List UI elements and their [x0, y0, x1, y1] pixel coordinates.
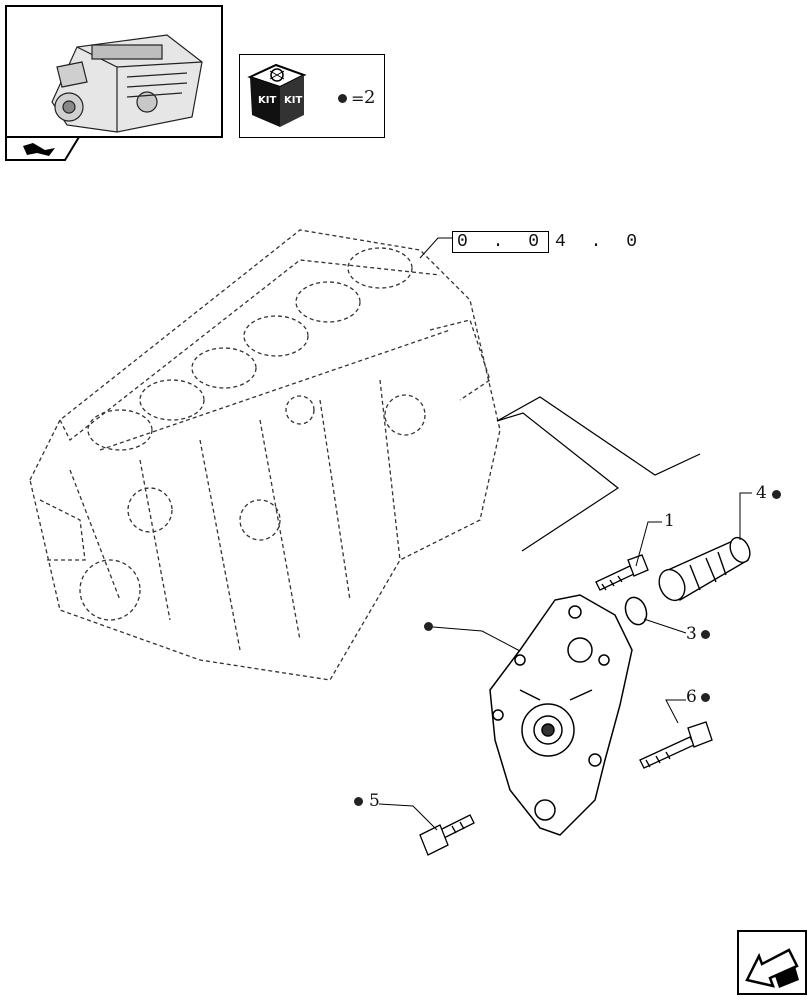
callout-6-label[interactable]: 6 [686, 687, 697, 707]
next-page-button[interactable] [737, 930, 807, 995]
callout-2-dot [424, 622, 433, 631]
bolt-item-1 [595, 554, 649, 591]
callout-1-label[interactable]: 1 [664, 511, 675, 531]
back-arrow-icon [5, 136, 81, 161]
o-ring-item-3 [624, 596, 648, 626]
callout-3-label[interactable]: 3 [686, 624, 697, 644]
kit-legend-value: 2 [364, 87, 376, 108]
engine-thumbnail-box[interactable] [5, 5, 223, 138]
kit-legend-dot [338, 94, 347, 103]
callout-5-dot [354, 797, 363, 806]
valve-item-4 [658, 536, 751, 602]
next-page-arrow-icon [745, 948, 799, 988]
callout-3-dot [701, 630, 710, 639]
kit-box-icon [247, 63, 307, 127]
callout-4-dot [772, 490, 781, 499]
callout-6-dot [701, 693, 710, 702]
callout-4-label[interactable]: 4 [756, 483, 767, 503]
reference-code-rest: 4 . 0 [555, 232, 645, 252]
cover-plate [489, 594, 633, 836]
kit-legend-box: KIT KIT = 2 [239, 54, 385, 138]
bolt-item-6 [639, 721, 713, 769]
reference-code-boxed: 0 . 0 [452, 231, 550, 253]
kit-legend-equals: = [351, 89, 365, 108]
bolt-item-5 [419, 814, 475, 856]
kit-logo-text-right: KIT [284, 95, 303, 106]
back-arrow-tab[interactable] [5, 136, 81, 162]
engine-block-dashed [29, 229, 501, 681]
callout-5-label[interactable]: 5 [369, 791, 380, 811]
engine-thumbnail-icon [51, 34, 203, 133]
kit-logo-text-left: KIT [258, 95, 277, 106]
